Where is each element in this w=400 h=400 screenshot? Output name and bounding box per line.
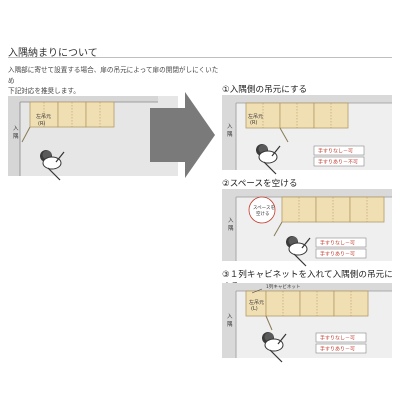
step-2-diagram: スペースを 空ける 入 隅 手すりなし－可 手すりあり－可	[222, 189, 392, 267]
svg-text:(R): (R)	[38, 121, 45, 127]
svg-text:手すりあり－可: 手すりあり－可	[320, 346, 355, 353]
arrow-icon	[150, 92, 215, 178]
badge-step1-no-rail	[313, 145, 365, 156]
hinge-label-r: 左吊元	[36, 113, 51, 120]
svg-text:空ける: 空ける	[256, 210, 270, 217]
svg-text:(R): (R)	[250, 120, 257, 126]
cabinets-original	[21, 101, 115, 143]
description-line-2: 下記対応を推奨します。	[8, 87, 80, 95]
svg-text:(L): (L)	[251, 306, 258, 312]
step-2-title: ②スペースを空ける	[222, 179, 298, 189]
svg-text:隅: 隅	[227, 130, 233, 138]
svg-text:左吊元: 左吊元	[249, 299, 264, 306]
space-callout-circle	[248, 196, 276, 224]
svg-text:手すりなし－可: 手すりなし－可	[318, 148, 353, 155]
original-diagram: 左吊元 (R) 入 隅	[8, 96, 178, 181]
svg-text:隅: 隅	[228, 224, 234, 232]
svg-text:入: 入	[227, 124, 233, 130]
svg-text:手すりあり－不可: 手すりあり－不可	[318, 159, 358, 166]
badge-step1-rail	[313, 156, 365, 167]
svg-text:隅: 隅	[227, 320, 233, 328]
step-1-diagram: 左吊元 (R) 入 隅 手すりなし－可 手すりあり－不可	[222, 95, 392, 175]
svg-text:左吊元: 左吊元	[248, 113, 263, 120]
svg-text:手すりなし－可: 手すりなし－可	[320, 335, 355, 342]
corner-label: 入	[13, 126, 19, 132]
svg-text:入: 入	[228, 218, 234, 224]
step-3-diagram: 1列キャビネット 左吊元 (L) 入 隅 手すりなし－可 手すりあり－可	[222, 283, 392, 363]
svg-text:手すりなし－可: 手すりなし－可	[320, 240, 355, 247]
svg-text:手すりあり－可: 手すりあり－可	[320, 251, 355, 258]
svg-text:隅: 隅	[13, 132, 19, 140]
svg-text:1列キャビネット: 1列キャビネット	[266, 283, 300, 290]
step-1-title: ①入隅側の吊元にする	[222, 85, 308, 95]
back-wall	[8, 96, 158, 102]
side-wall	[8, 96, 20, 176]
svg-text:スペースを: スペースを	[253, 204, 275, 211]
title-divider	[8, 57, 392, 58]
svg-text:入: 入	[227, 314, 233, 320]
page-title: 入隅納まりについて	[8, 48, 98, 59]
description-line-1: 入隅部に寄せて設置する場合、扉の吊元によって扉の開閉がしにくいため	[8, 66, 219, 85]
description: 入隅部に寄せて設置する場合、扉の吊元によって扉の開閉がしにくいため 下記対応を推…	[8, 65, 223, 97]
